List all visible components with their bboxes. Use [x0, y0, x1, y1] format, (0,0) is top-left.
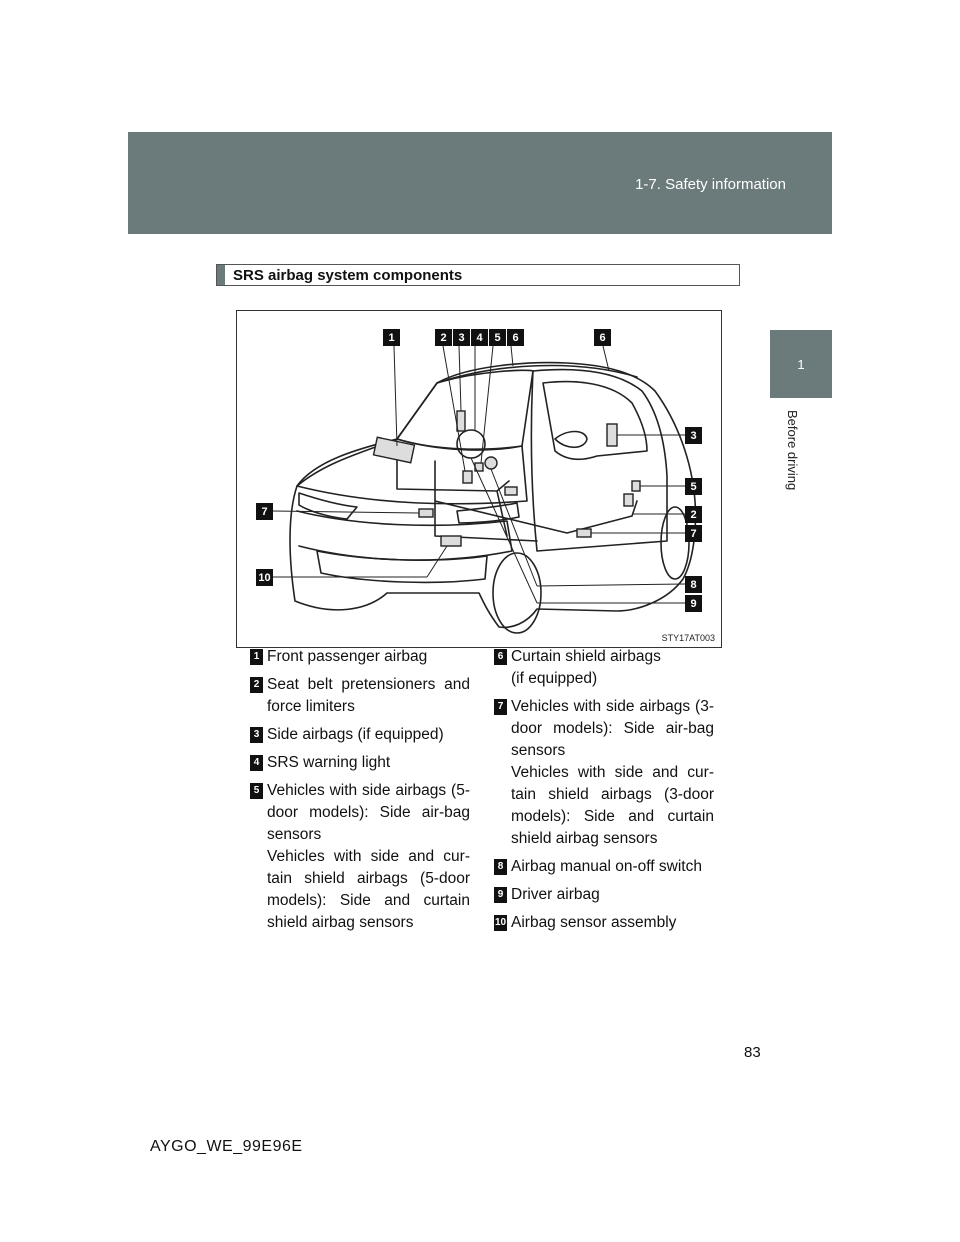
- sensor-floor: [505, 487, 517, 495]
- leader-3: [459, 346, 461, 411]
- list-item: 3 Side airbags (if equipped): [250, 724, 470, 746]
- item-text: Curtain shield airbags: [511, 646, 714, 668]
- item-text: Driver airbag: [511, 884, 714, 906]
- header-section-title: 1-7. Safety information: [635, 176, 786, 193]
- pretensioner-left: [463, 471, 472, 483]
- section-heading: SRS airbag system components: [216, 264, 740, 286]
- leader-1: [394, 346, 397, 446]
- leader-l7: [273, 511, 419, 513]
- leader-2: [443, 346, 465, 471]
- side-sensor-right: [632, 481, 640, 491]
- item-number: 9: [494, 887, 507, 903]
- item-number: 3: [250, 727, 263, 743]
- sensor-left: [419, 509, 433, 517]
- switch-knob: [485, 457, 497, 469]
- chapter-tab[interactable]: 1: [770, 330, 832, 398]
- callout-6-right: 6: [594, 329, 611, 346]
- list-item: 4 SRS warning light: [250, 752, 470, 774]
- callout-right-2: 2: [685, 506, 702, 523]
- list-item: 9 Driver airbag: [494, 884, 714, 906]
- leader-r9: [471, 458, 537, 603]
- item-text: Front passenger airbag: [267, 646, 470, 668]
- list-item: 7 Vehicles with side airbags (3-door mod…: [494, 696, 714, 850]
- callout-5: 5: [489, 329, 506, 346]
- callout-6: 6: [507, 329, 524, 346]
- leader-l10b: [427, 546, 447, 577]
- front-wheel: [493, 553, 541, 633]
- header-band: 1-7. Safety information: [128, 132, 832, 234]
- item-text: Airbag manual on-off switch: [511, 856, 714, 878]
- list-item: 8 Airbag manual on-off switch: [494, 856, 714, 878]
- passenger-airbag-module: [374, 437, 415, 463]
- legend-list-left: 1 Front passenger airbag 2 Seat belt pre…: [250, 646, 470, 940]
- callout-2: 2: [435, 329, 452, 346]
- item-number: 4: [250, 755, 263, 771]
- item-number: 8: [494, 859, 507, 875]
- callout-right-3: 3: [685, 427, 702, 444]
- list-item: 6 Curtain shield airbags (if equipped): [494, 646, 714, 690]
- mirror: [555, 432, 587, 448]
- steering-wheel: [457, 430, 485, 458]
- list-item: 2 Seat belt pretensioners and force limi…: [250, 674, 470, 718]
- wiring-harness: [397, 459, 637, 541]
- list-item: 1 Front passenger airbag: [250, 646, 470, 668]
- section-heading-bar: [217, 265, 225, 285]
- section-heading-text: SRS airbag system components: [233, 267, 462, 284]
- item-text: Side airbags (if equipped): [267, 724, 470, 746]
- item-number: 1: [250, 649, 263, 665]
- callout-right-7: 7: [685, 525, 702, 542]
- item-text: Vehicles with side and cur-tain shield a…: [267, 846, 470, 934]
- windshield: [397, 370, 533, 449]
- callout-3: 3: [453, 329, 470, 346]
- car-illustration: [237, 311, 721, 647]
- leader-5: [481, 346, 493, 463]
- item-text: (if equipped): [511, 668, 714, 690]
- side-airbag-right: [607, 424, 617, 446]
- item-text: Vehicles with side airbags (5-door model…: [267, 780, 470, 846]
- legend-list-right: 6 Curtain shield airbags (if equipped) 7…: [494, 646, 714, 940]
- callout-right-8: 8: [685, 576, 702, 593]
- item-text: Vehicles with side airbags (3-door model…: [511, 696, 714, 762]
- sensor-rocker: [577, 529, 591, 537]
- page-number: 83: [744, 1044, 761, 1061]
- leader-r8b: [537, 584, 685, 586]
- driver-curtain-part: [457, 411, 465, 431]
- item-number: 10: [494, 915, 507, 931]
- list-item: 10 Airbag sensor assembly: [494, 912, 714, 934]
- callout-right-5: 5: [685, 478, 702, 495]
- list-item: 5 Vehicles with side airbags (5-door mod…: [250, 780, 470, 934]
- item-number: 7: [494, 699, 507, 715]
- item-number: 6: [494, 649, 507, 665]
- chapter-label: Before driving: [780, 410, 820, 510]
- document-code: AYGO_WE_99E96E: [150, 1138, 303, 1156]
- item-text: Airbag sensor assembly: [511, 912, 714, 934]
- grille: [317, 551, 487, 582]
- callout-4: 4: [471, 329, 488, 346]
- callout-1: 1: [383, 329, 400, 346]
- callout-right-9: 9: [685, 595, 702, 612]
- item-text: Seat belt pretensioners and force limite…: [267, 674, 470, 718]
- callout-left-10: 10: [256, 569, 273, 586]
- item-text: Vehicles with side and cur-tain shield a…: [511, 762, 714, 850]
- item-number: 2: [250, 677, 263, 693]
- side-window: [543, 382, 647, 460]
- item-text: SRS warning light: [267, 752, 470, 774]
- airbag-sensor-assembly: [441, 536, 461, 546]
- leader-6a: [511, 346, 513, 366]
- callout-left-7: 7: [256, 503, 273, 520]
- chapter-number: 1: [797, 357, 804, 372]
- item-number: 5: [250, 783, 263, 799]
- chapter-title: Before driving: [785, 410, 800, 490]
- right-headlight: [457, 503, 519, 523]
- car-diagram: 1 2 3 4 5 6 6 3 5 2 7 8 9 7 10 STY17AT00…: [236, 310, 722, 648]
- figure-code: STY17AT003: [662, 633, 715, 643]
- pretensioner-right: [624, 494, 633, 506]
